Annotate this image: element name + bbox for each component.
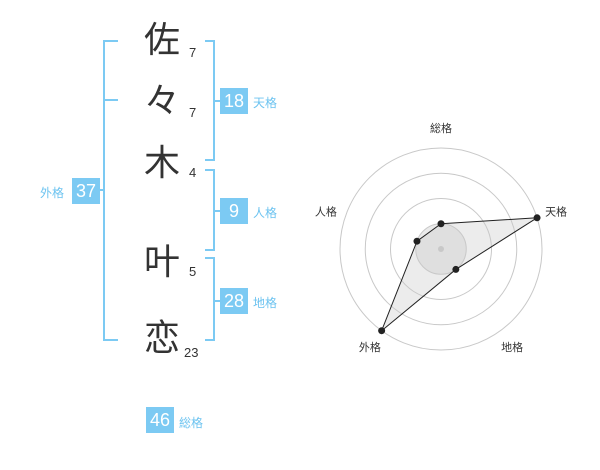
gaikaku-badge: 37 bbox=[72, 178, 100, 204]
radar-point-1 bbox=[437, 220, 445, 228]
name-char-2: 々 bbox=[143, 81, 180, 122]
jinkaku-badge: 9 bbox=[220, 198, 248, 224]
chikaku-badge: 28 bbox=[220, 288, 248, 314]
stroke-count-3: 4 bbox=[189, 165, 197, 180]
name-char-4: 叶 bbox=[143, 242, 180, 283]
tenkaku-label: 天格 bbox=[253, 96, 278, 110]
radar-point-3 bbox=[452, 265, 460, 273]
radar-value-shape bbox=[381, 217, 538, 332]
gaikaku-label: 外格 bbox=[40, 186, 65, 200]
name-char-5: 恋 bbox=[143, 318, 180, 359]
stroke-count-4: 5 bbox=[189, 264, 197, 279]
jinkaku-label: 人格 bbox=[253, 206, 278, 220]
tenkaku-badge: 18 bbox=[220, 88, 248, 114]
name-char-1: 佐 bbox=[143, 20, 180, 61]
name-char-3: 木 bbox=[143, 143, 180, 184]
soukaku-badge: 46 bbox=[146, 407, 174, 433]
radar-axis-label-5: 人格 bbox=[315, 205, 337, 219]
radar-ring-3 bbox=[364, 172, 518, 326]
chikaku-bracket bbox=[205, 257, 215, 341]
radar-axis-label-1: 総格 bbox=[430, 121, 452, 135]
radar-ring-2 bbox=[390, 198, 492, 300]
radar-axis-label-3: 地格 bbox=[501, 340, 523, 354]
stroke-count-2: 7 bbox=[189, 105, 197, 120]
stroke-count-1: 7 bbox=[189, 45, 197, 60]
radar-point-4 bbox=[378, 327, 386, 335]
soukaku-label: 総格 bbox=[179, 416, 204, 430]
radar-ring-4 bbox=[339, 147, 543, 351]
radar-axis-label-4: 外格 bbox=[359, 340, 381, 354]
radar-center-dot bbox=[438, 246, 444, 252]
radar-point-2 bbox=[533, 214, 541, 222]
chikaku-label: 地格 bbox=[253, 296, 278, 310]
radar-point-5 bbox=[413, 237, 421, 245]
radar-axis-label-2: 天格 bbox=[545, 205, 567, 219]
stroke-count-5: 23 bbox=[184, 345, 199, 360]
